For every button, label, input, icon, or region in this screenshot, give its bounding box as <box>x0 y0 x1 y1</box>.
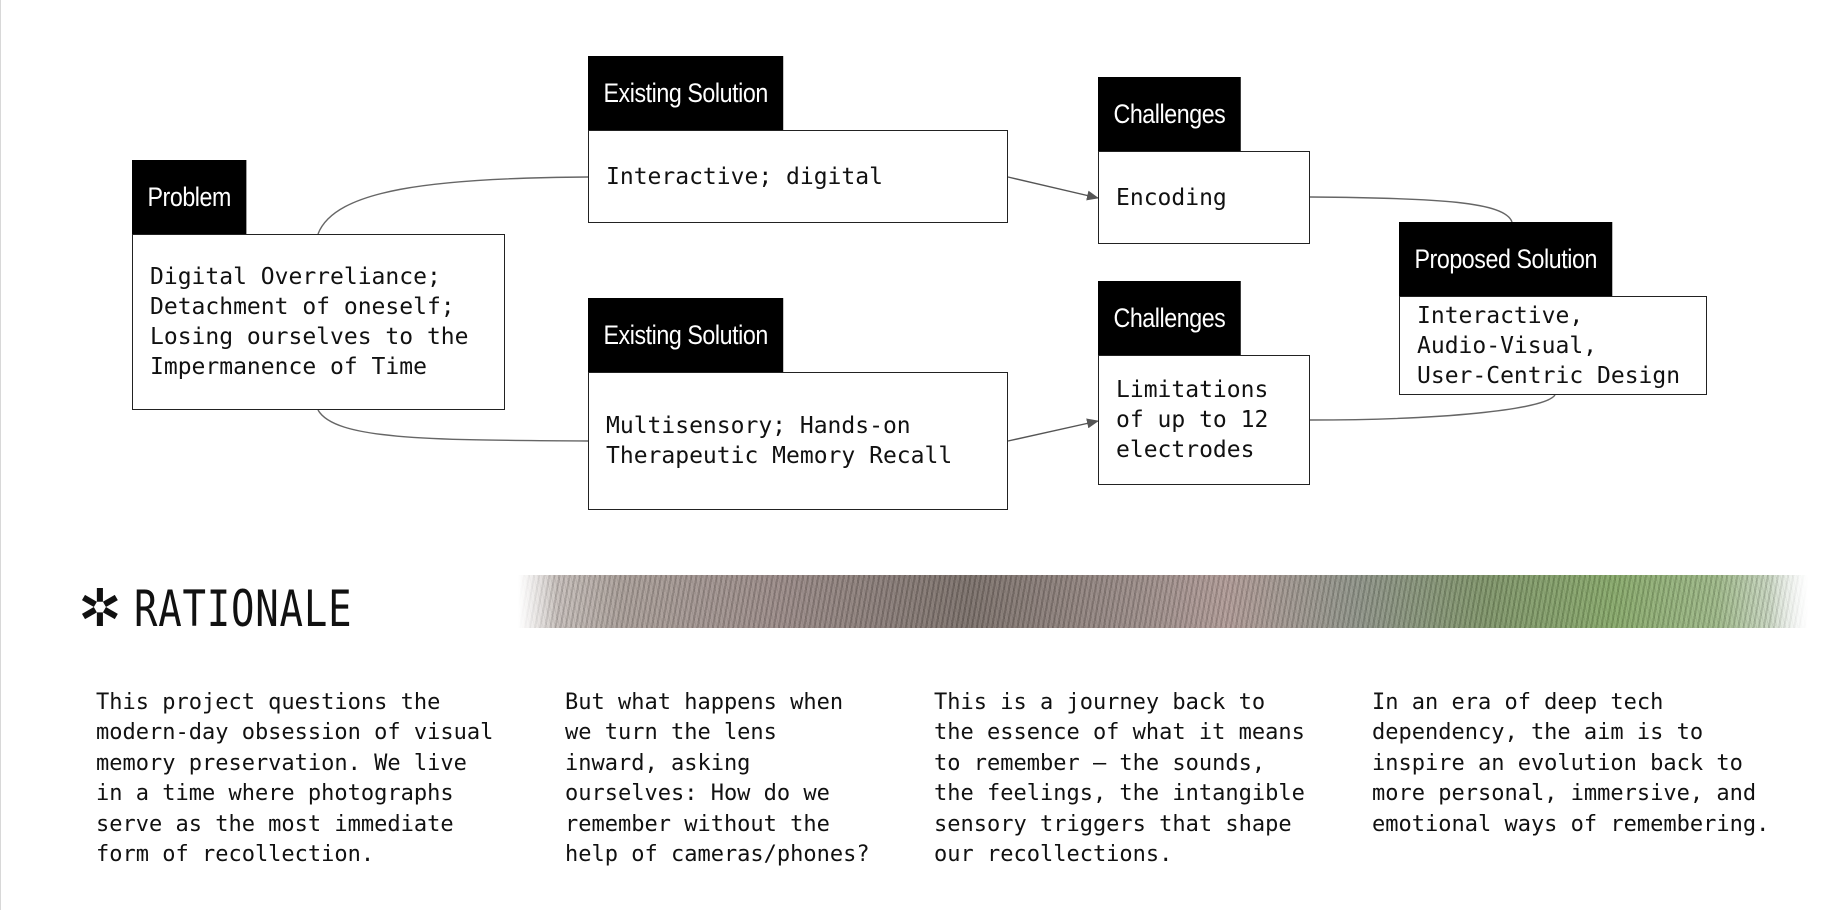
existing-solution-bottom-node: Existing Solution Multisensory; Hands-on… <box>588 298 1008 510</box>
rationale-heading: ✲ RATIONALE <box>78 580 414 638</box>
connector-challenges-bottom-to-proposed <box>1309 394 1556 421</box>
proposed-solution-text: Interactive, Audio-Visual, User-Centric … <box>1399 296 1707 395</box>
challenges-bottom-tag: Challenges <box>1098 281 1241 355</box>
proposed-solution-node: Proposed Solution Interactive, Audio-Vis… <box>1399 222 1707 395</box>
existing-solution-top-text: Interactive; digital <box>588 130 1008 223</box>
existing-solution-bottom-text: Multisensory; Hands-on Therapeutic Memor… <box>588 372 1008 510</box>
proposed-solution-tag: Proposed Solution <box>1399 222 1613 296</box>
rationale-title: RATIONALE <box>133 580 352 638</box>
page-edge-divider <box>0 0 1 910</box>
asterisk-icon: ✲ <box>78 579 122 639</box>
problem-node: Problem Digital Overreliance; Detachment… <box>132 160 505 410</box>
arrow-existing-top-to-challenges-top <box>1007 176 1099 201</box>
rationale-paragraph-1: This project questions the modern-day ob… <box>96 690 494 868</box>
challenges-top-node: Challenges Encoding <box>1098 77 1310 244</box>
rationale-paragraph-2: But what happens when we turn the lens i… <box>565 690 870 868</box>
challenges-top-text: Encoding <box>1098 151 1310 244</box>
challenges-top-tag: Challenges <box>1098 77 1241 151</box>
existing-solution-bottom-tag: Existing Solution <box>588 298 784 372</box>
challenges-bottom-text: Limitations of up to 12 electrodes <box>1098 355 1310 485</box>
rationale-paragraph-4: In an era of deep tech dependency, the a… <box>1372 690 1770 837</box>
rationale-paragraph-3: This is a journey back to the essence of… <box>934 690 1305 868</box>
existing-solution-top-tag: Existing Solution <box>588 56 784 130</box>
connector-problem-to-existing-bottom <box>317 409 589 442</box>
texture-banner-image <box>518 575 1808 628</box>
connector-challenges-top-to-proposed <box>1309 196 1513 223</box>
arrow-existing-bottom-to-challenges-bottom <box>1007 418 1099 442</box>
problem-tag: Problem <box>132 160 247 234</box>
existing-solution-top-node: Existing Solution Interactive; digital <box>588 56 1008 223</box>
challenges-bottom-node: Challenges Limitations of up to 12 elect… <box>1098 281 1310 485</box>
problem-text: Digital Overreliance; Detachment of ones… <box>132 234 505 410</box>
connector-problem-to-existing-top <box>317 176 589 235</box>
